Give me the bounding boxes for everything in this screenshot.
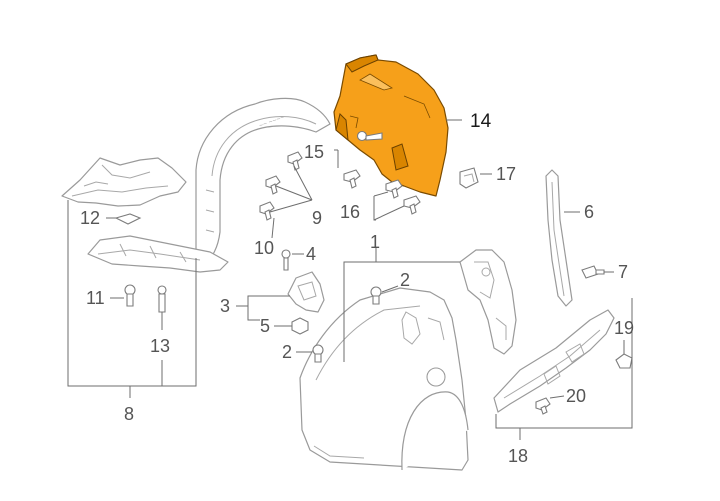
callout-6: 6 — [584, 202, 594, 222]
callout-15: 15 — [304, 142, 324, 162]
wheelhouse-liner: ~~ ~~~~ — [87, 97, 331, 273]
callout-labels: 14 15 16 17 6 7 9 10 4 1 2 2 3 5 8 11 12… — [80, 111, 634, 466]
callout-3: 3 — [220, 296, 230, 316]
front-fender — [299, 287, 469, 471]
front-splash-shield — [61, 157, 187, 207]
push-clip-icon — [385, 179, 403, 199]
callout-13: 13 — [150, 336, 170, 356]
fasteners — [114, 130, 633, 415]
callout-2-upper: 2 — [400, 270, 410, 290]
screw-icon — [581, 265, 605, 279]
screw-icon — [281, 249, 291, 271]
bolt-icon — [356, 130, 383, 142]
strip-6 — [545, 169, 573, 307]
callout-2-lower: 2 — [282, 342, 292, 362]
stud-clip-icon — [157, 285, 167, 313]
callout-14: 14 — [470, 111, 492, 132]
callout-10: 10 — [254, 238, 274, 258]
callout-8: 8 — [124, 404, 134, 424]
callout-9: 9 — [312, 208, 322, 228]
push-clip-icon — [535, 397, 551, 415]
callout-11: 11 — [86, 288, 105, 308]
callout-1: 1 — [370, 232, 380, 252]
callout-18: 18 — [508, 446, 528, 466]
push-clip-icon — [265, 175, 281, 195]
callout-4: 4 — [306, 244, 316, 264]
callout-19: 19 — [614, 318, 634, 338]
leader-lines — [67, 119, 633, 440]
inner-shield-14-highlighted — [333, 54, 449, 197]
callout-12: 12 — [80, 208, 100, 228]
screw-icon — [124, 284, 136, 307]
nut-clip-icon — [615, 353, 633, 369]
bolt-icon — [370, 286, 382, 305]
callout-7: 7 — [618, 262, 628, 282]
bracket-3 — [287, 271, 325, 313]
bolt-icon — [312, 344, 324, 363]
push-clip-icon — [403, 195, 421, 215]
sill-bracket-18 — [493, 309, 615, 413]
nut-icon — [291, 317, 309, 335]
callout-17: 17 — [496, 164, 516, 184]
callout-5: 5 — [260, 316, 270, 336]
nut-plate-icon — [114, 213, 142, 225]
fender-bracket — [459, 249, 517, 355]
push-clip-icon — [259, 201, 275, 221]
nut-clip-icon — [459, 167, 479, 189]
callout-20: 20 — [566, 386, 586, 406]
push-clip-icon — [343, 169, 361, 189]
callout-16: 16 — [340, 202, 360, 222]
